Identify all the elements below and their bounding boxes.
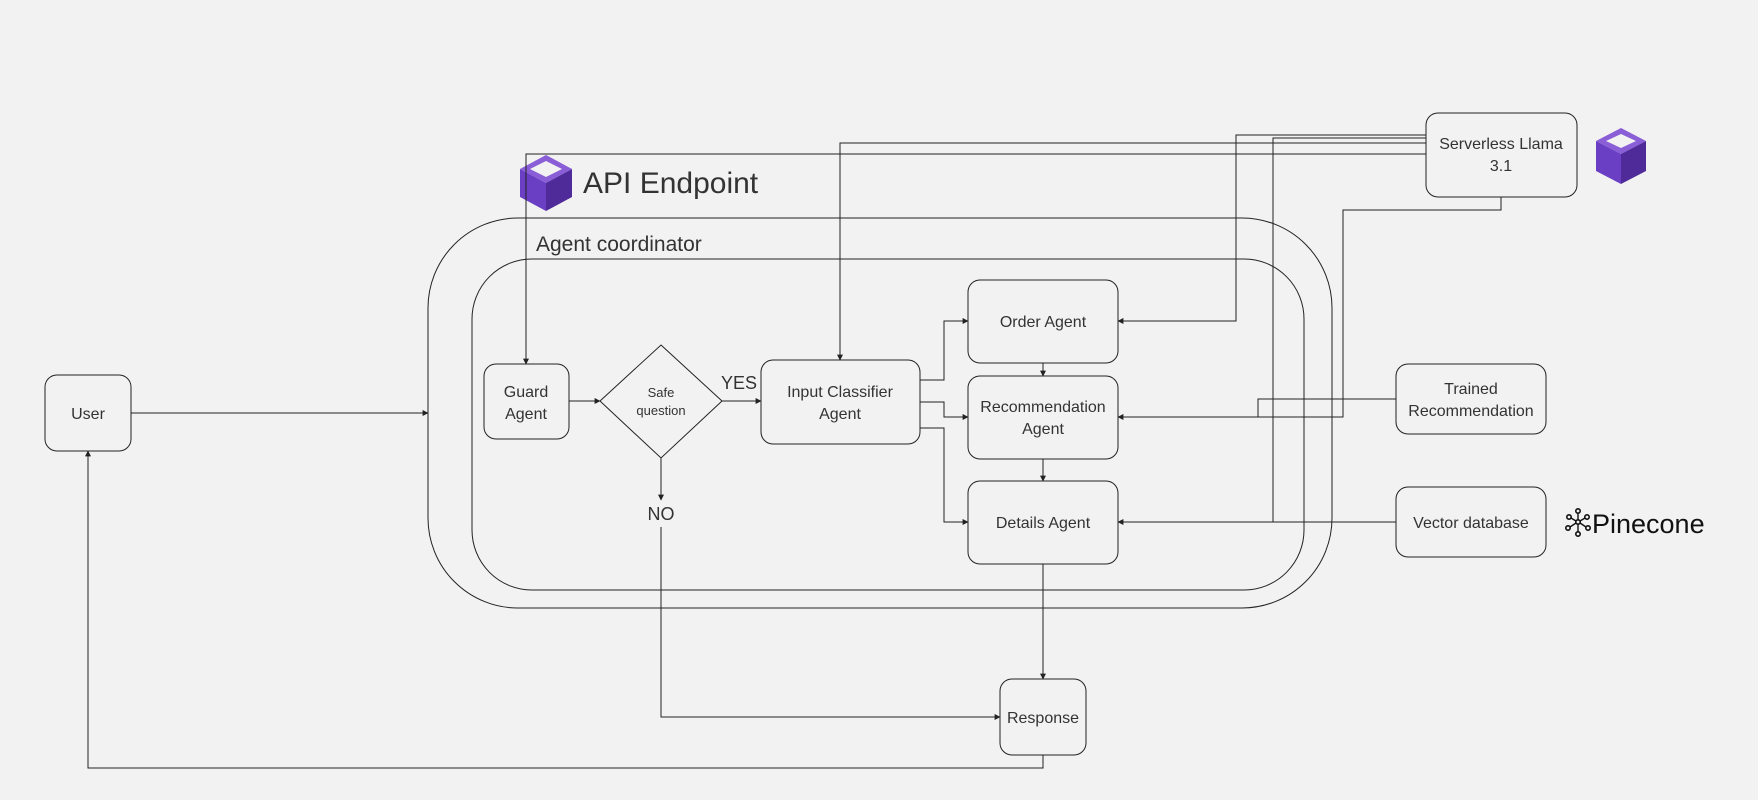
api-endpoint-label: API Endpoint [583,167,759,200]
modal-cube-icon [1596,128,1646,184]
order-agent-label: Order Agent [1000,314,1087,331]
modal-cube-icon [520,155,572,211]
guard-agent-label-line2: Agent [505,406,547,423]
recommendation-agent-label-line2: Agent [1022,421,1064,438]
edge-llama-to-details [1272,137,1426,522]
input-classifier-node: Input Classifier Agent [760,359,921,445]
order-agent-node: Order Agent [967,279,1119,364]
recommendation-agent-node: Recommendation Agent [967,375,1119,460]
user-label: User [71,406,105,423]
edge-response-to-user [85,450,1044,769]
edge-classifier-to-order [920,318,969,381]
safe-question-label-line2: question [636,403,685,418]
edge-llama-to-classifier [837,142,1426,361]
agent-coordinator-label: Agent coordinator [536,233,702,256]
input-classifier-label-line1: Input Classifier [787,384,893,401]
yes-edge-label: YES [721,373,757,393]
serverless-llama-label-line2: 3.1 [1490,158,1512,175]
edges [85,134,1502,769]
no-edge-label: NO [648,504,675,524]
edge-classifier-to-recommendation [920,401,969,420]
edge-llama-to-recommendation [1117,197,1502,420]
guard-agent-node: Guard Agent [483,363,570,440]
details-agent-node: Details Agent [967,480,1119,565]
edge-llama-to-order [1117,134,1426,324]
vector-database-node: Vector database [1395,486,1547,558]
vector-database-label: Vector database [1413,515,1529,532]
user-node: User [44,374,132,452]
trained-recommendation-label-line1: Trained [1444,381,1498,398]
trained-recommendation-node: Trained Recommendation [1395,363,1547,435]
input-classifier-label-line2: Agent [819,406,861,423]
safe-question-decision: Safe question [599,344,723,459]
recommendation-agent-label-line1: Recommendation [980,399,1105,416]
guard-agent-label-line1: Guard [504,384,548,401]
safe-question-label-line1: Safe [648,385,675,400]
trained-recommendation-label-line2: Recommendation [1408,403,1533,420]
edge-trained-to-recommendation [1257,398,1396,417]
edge-no-to-response [660,527,1001,720]
response-label: Response [1007,710,1079,727]
agent-coordinator-container [471,258,1305,591]
details-agent-label: Details Agent [996,515,1091,532]
serverless-llama-node: Serverless Llama 3.1 [1425,112,1578,198]
pinecone-wordmark: Pinecone [1592,509,1705,539]
serverless-llama-label-line1: Serverless Llama [1439,136,1563,153]
edge-llama-to-guard [523,153,1426,365]
response-node: Response [999,678,1087,756]
edge-classifier-to-details [920,427,969,525]
pinecone-icon [1565,508,1592,538]
